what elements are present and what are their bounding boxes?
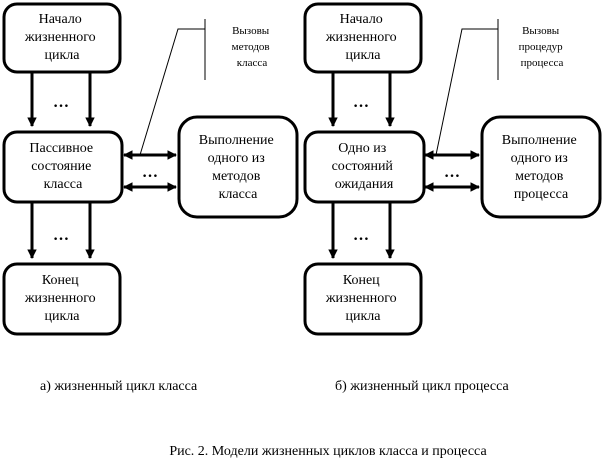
waiting-state-label: Одно из состояний ожидания (332, 141, 397, 192)
procedure-execution-box (480, 115, 602, 219)
start-box-label: Начало жизненного цикла (325, 12, 400, 63)
note-label: Вызовы процедур процесса (519, 25, 566, 69)
class-lifecycle-diagram: … … … Вызовы методов класса Начало жизне… (2, 2, 299, 394)
start-box (303, 2, 423, 74)
ellipsis-passive-to-end: … (53, 227, 69, 244)
waiting-state-box (303, 130, 426, 204)
ellipsis-wait-side: … (444, 164, 460, 181)
method-execution-label: Выполнение одного из методов класса (199, 133, 277, 202)
ellipsis-wait-to-end: … (353, 227, 369, 244)
passive-state-box (2, 130, 124, 204)
end-box (303, 262, 423, 336)
start-box-label: Начало жизненного цикла (24, 12, 99, 63)
passive-state-label: Пассивное состояние класса (29, 141, 96, 192)
ellipsis-passive-side: … (142, 164, 158, 181)
ellipsis-start-to-wait: … (353, 94, 369, 111)
method-execution-box (177, 115, 299, 219)
note-label: Вызовы методов класса (232, 25, 273, 69)
end-box-label: Конец жизненного цикла (24, 273, 99, 324)
process-lifecycle-diagram: … … … Вызовы процедур процесса Начало жи… (303, 2, 602, 394)
note-leader-line (139, 28, 205, 156)
figure-caption: Рис. 2. Модели жизненных циклов класса и… (169, 444, 487, 459)
start-box (2, 2, 122, 74)
ellipsis-start-to-passive: … (53, 94, 69, 111)
procedure-execution-label: Выполнение одного из методов процесса (502, 133, 580, 202)
class-lifecycle-caption: а) жизненный цикл класса (40, 379, 198, 394)
note-leader-line (435, 28, 498, 156)
process-lifecycle-caption: б) жизненный цикл процесса (335, 379, 509, 394)
end-box (2, 262, 122, 336)
end-box-label: Конец жизненного цикла (325, 273, 400, 324)
